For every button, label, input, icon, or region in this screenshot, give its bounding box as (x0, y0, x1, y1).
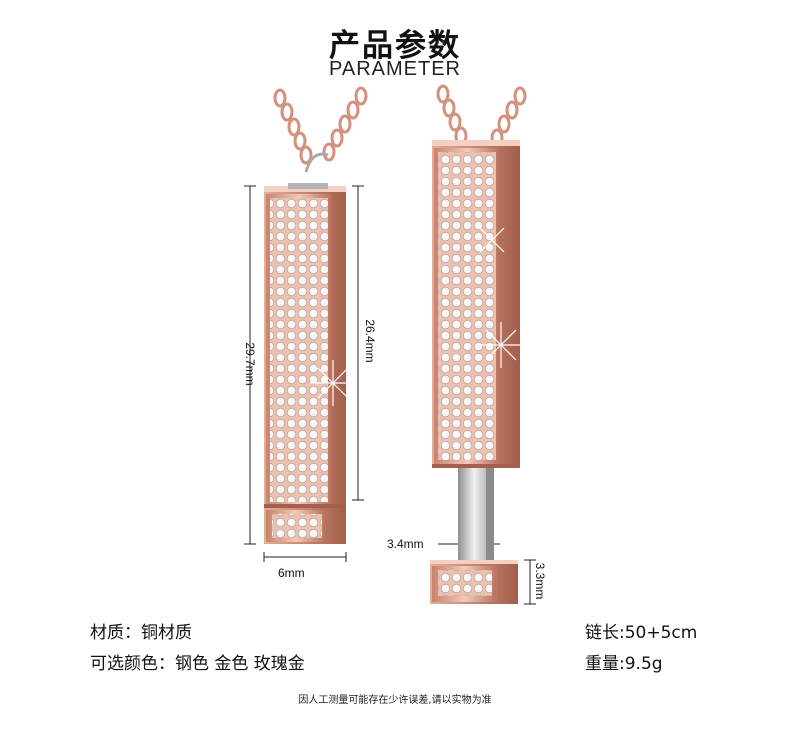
width-label: 6mm (278, 566, 305, 580)
weight-spec: 重量:9.5g (585, 654, 663, 674)
page-subtitle: PARAMETER (329, 58, 461, 80)
dimension-lines (244, 185, 536, 605)
cap-height-label: 3.3mm (533, 562, 547, 600)
page-title: 产品参数 (329, 28, 461, 64)
left-chain (273, 86, 368, 165)
material-spec: 材质：铜材质 (90, 623, 192, 643)
measurement-note: 因人工测量可能存在少许误差,请以实物为准 (298, 695, 492, 706)
left-bail-ring (304, 152, 329, 173)
right-chain (436, 84, 527, 148)
total-height-label: 29.7mm (243, 342, 257, 386)
body-height-label: 26.4mm (363, 319, 377, 363)
sparkle-icons (310, 227, 524, 406)
color-options-spec: 可选颜色：钢色 金色 玫瑰金 (90, 654, 305, 674)
chain-length-spec: 链长:50+5cm (585, 623, 698, 643)
left-pendant (264, 183, 346, 544)
right-pendant (430, 140, 520, 604)
pin-width-label: 3.4mm (387, 537, 424, 551)
